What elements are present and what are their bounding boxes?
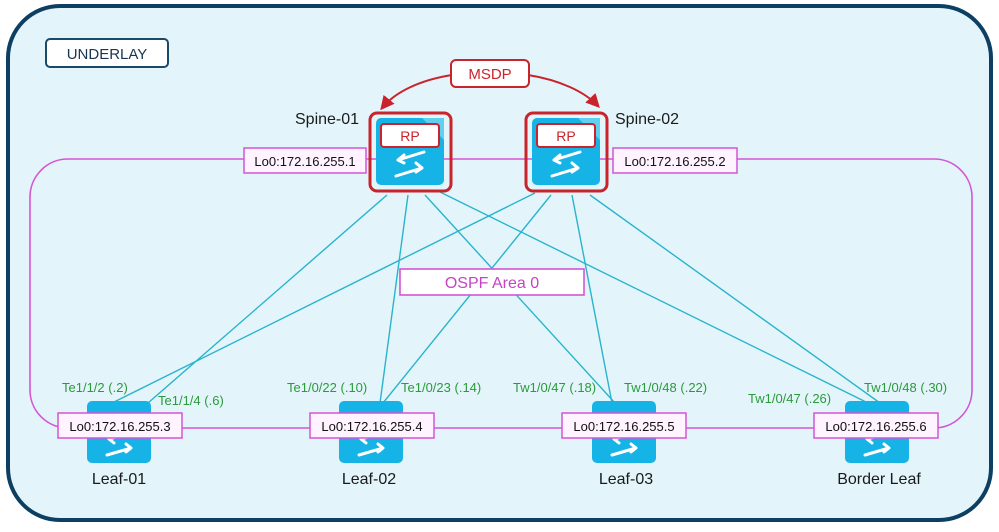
msdp-label: MSDP [468,66,511,83]
spine-01-name: Spine-01 [295,111,359,128]
leaf-01[interactable]: Lo0:172.16.255.3 Leaf-01 Te1/1/2 (.2) Te… [57,380,224,488]
border-leaf-iface-2: Tw1/0/48 (.30) [864,380,947,395]
spine-01-rp-frame [368,111,453,193]
leaf-01-loopback: Lo0:172.16.255.3 [69,419,170,434]
link-spine-02-border-leaf [589,194,881,404]
link-spine-02-leaf-02 [382,194,552,404]
link-lines [111,191,881,404]
underlay-frame [6,4,993,522]
leaf-01-iface-1: Te1/1/2 (.2) [62,380,128,395]
leaf-02-name: Leaf-02 [342,471,396,488]
underlay-title-box: UNDERLAY [45,38,169,68]
link-spine-02-leaf-01 [111,192,536,404]
ospf-area-boundary [29,158,973,429]
link-spine-01-leaf-03 [424,194,616,404]
leaf-03-iface-1: Tw1/0/47 (.18) [513,380,596,395]
leaf-02[interactable]: Lo0:172.16.255.4 Leaf-02 Te1/0/22 (.10) … [287,380,481,488]
msdp-arrow-right [527,74,600,109]
leaf-03-iface-2: Tw1/0/48 (.22) [624,380,707,395]
link-spine-01-leaf-02 [379,194,409,404]
link-spine-02-leaf-03 [571,194,613,404]
leaf-02-iface-1: Te1/0/22 (.10) [287,380,367,395]
leaf-02-iface-2: Te1/0/23 (.14) [401,380,481,395]
border-leaf[interactable]: Lo0:172.16.255.6 Border Leaf Tw1/0/47 (.… [748,380,947,488]
link-spine-01-border-leaf [439,191,869,404]
leaf-03[interactable]: Lo0:172.16.255.5 Leaf-03 Tw1/0/47 (.18) … [513,380,707,488]
leaf-03-loopback: Lo0:172.16.255.5 [573,419,674,434]
leaf-01-iface-2: Te1/1/4 (.6) [158,393,224,408]
ospf-area-label-box: OSPF Area 0 [399,268,585,296]
leaf-02-loopback: Lo0:172.16.255.4 [321,419,422,434]
spine-01-loopback: Lo0:172.16.255.1 [254,154,355,169]
leaf-01-name: Leaf-01 [92,471,146,488]
spine-02[interactable]: Spine-02 RP Lo0:172.16.255.2 [524,111,738,193]
link-spine-01-leaf-01 [147,194,388,404]
msdp-label-box: MSDP [450,59,530,88]
border-leaf-loopback: Lo0:172.16.255.6 [825,419,926,434]
spine-01[interactable]: Spine-01 RP Lo0:172.16.255.1 [243,111,453,193]
spine-02-rp-frame [524,111,609,193]
spine-02-rp-badge: RP [556,128,575,144]
border-leaf-iface-1: Tw1/0/47 (.26) [748,391,831,406]
underlay-title: UNDERLAY [67,46,148,63]
leaf-03-name: Leaf-03 [599,471,653,488]
msdp-arrow-left [380,74,453,111]
spine-02-loopback: Lo0:172.16.255.2 [624,154,725,169]
ospf-area-label: OSPF Area 0 [445,275,539,292]
spine-02-name: Spine-02 [615,111,679,128]
spine-01-rp-badge: RP [400,128,419,144]
border-leaf-name: Border Leaf [837,471,921,488]
